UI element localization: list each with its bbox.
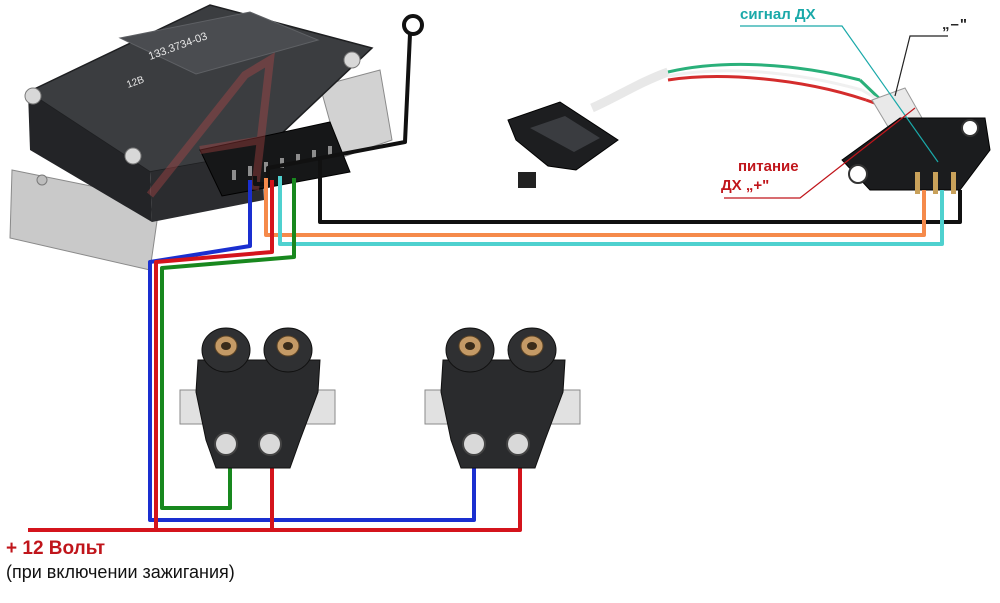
hall-sensor-mount (518, 172, 536, 188)
module-body-front (28, 92, 152, 222)
callout-ground-line (894, 35, 948, 97)
sensor-connector (841, 78, 991, 194)
label-supply: + 12 Вольт (6, 538, 106, 559)
connector-pins (232, 146, 332, 180)
ignition-coil-right (424, 327, 581, 469)
screw (24, 87, 42, 105)
callout-power-line (724, 107, 916, 199)
coil-terminal (258, 432, 282, 456)
screw (36, 174, 48, 186)
connector-pin (951, 172, 956, 194)
wire-black-ground (318, 160, 962, 224)
hv-tower (507, 327, 557, 373)
module-connector (199, 121, 351, 197)
connector-pin (915, 172, 920, 194)
hall-sensor-lead (590, 67, 670, 113)
label-sensor-power-line1: питание (738, 158, 799, 175)
coil-terminal (506, 432, 530, 456)
ignition-module: 133.3734-03 12В (9, 4, 393, 271)
wire-orange-power (264, 178, 926, 237)
label-sensor-signal: сигнал ДХ (740, 6, 816, 23)
coil-body (440, 359, 566, 469)
wire-green-coil (160, 178, 296, 510)
coil-terminal (214, 432, 238, 456)
wire-black-terminal (253, 33, 412, 186)
label-sensor-power-line2: ДХ „+" (721, 177, 770, 194)
screw (343, 51, 361, 69)
coil-terminal (462, 432, 486, 456)
hv-tower (445, 327, 495, 373)
label-supply-note: (при включении зажигания) (6, 562, 235, 582)
callout-lines (724, 25, 948, 199)
screw (124, 147, 142, 165)
callout-signal-line (740, 25, 939, 163)
coil-body (195, 359, 321, 469)
wire-blue-coil (148, 180, 476, 522)
watermark-logo (146, 52, 275, 198)
terminal-ring (402, 14, 424, 36)
hall-sensor-slot (530, 116, 600, 152)
connector-pin (933, 172, 938, 194)
ignition-coil-left (179, 327, 336, 469)
module-label (118, 11, 320, 75)
label-ground: „–" (942, 16, 968, 33)
hall-sensor (507, 62, 867, 188)
hv-tower (263, 327, 313, 373)
wire-red-supply (28, 452, 522, 532)
hv-tower (201, 327, 251, 373)
wire-cyan-signal (278, 176, 944, 246)
connector-mount-hole (848, 164, 868, 184)
wire-red-module (154, 180, 274, 530)
connector-mount-hole (961, 119, 979, 137)
